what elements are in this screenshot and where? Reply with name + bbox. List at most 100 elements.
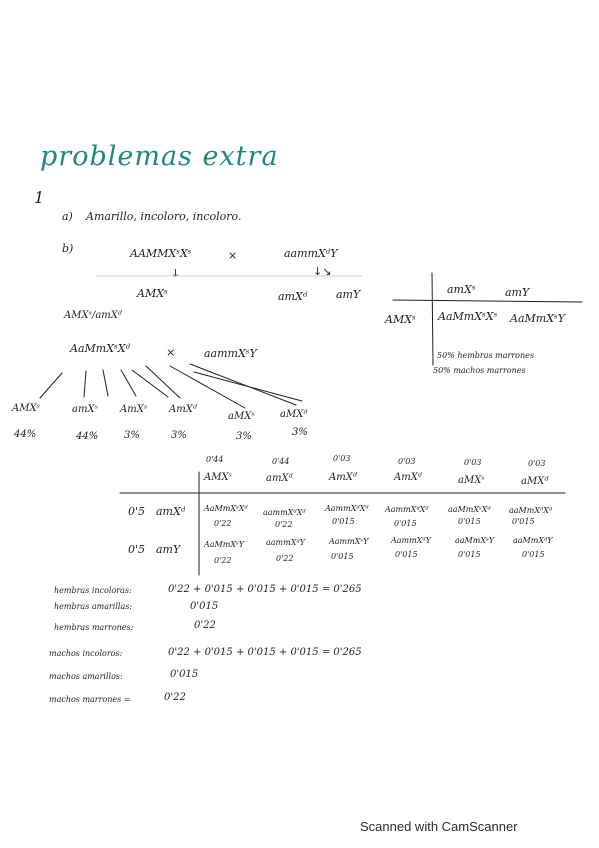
row2-value-4: 0'015 <box>395 550 418 559</box>
f1-female-genotype: AMXˢ/amXᵈ <box>64 310 122 321</box>
gamete-parent2b: amY <box>336 288 361 301</box>
gamete-5: aMXˢ <box>228 411 255 422</box>
row2-cell-3: AammXˢY <box>329 537 369 546</box>
row1-value-6: 0'015 <box>512 517 535 526</box>
part-b-label: b) <box>62 242 74 255</box>
gamete-line-4 <box>120 369 137 397</box>
f1-cross-symbol: × <box>166 346 176 359</box>
result-5-label: machos amarillos: <box>49 672 123 681</box>
punnett-small-row: AMXˢ <box>385 313 416 326</box>
f1-cross-left: AaMmXˢXᵈ <box>70 342 130 355</box>
row2-value-1: 0'22 <box>214 556 232 565</box>
gamete-4-pct: 3% <box>171 430 187 441</box>
arrow-down-icon: ↓ <box>171 267 181 280</box>
punnett-small-vline <box>431 272 434 366</box>
gamete-parent2a: amXᵈ <box>278 290 308 303</box>
gamete-2: amXˢ <box>72 404 98 415</box>
result-3-label: hembras marrones: <box>54 623 134 632</box>
punnett-small-col2: amY <box>505 286 530 299</box>
col-header-3: AmXᵈ <box>329 472 357 483</box>
gamete-line-8 <box>189 363 297 406</box>
row1-cell-6: aaMmXᵈXᵈ <box>509 506 553 515</box>
row2-cell-5: aaMmXˢY <box>455 536 494 545</box>
result-2-value: 0'015 <box>190 601 219 612</box>
col-freq-4: 0'03 <box>398 457 416 466</box>
col-freq-6: 0'03 <box>528 459 546 468</box>
gamete-3: AmXˢ <box>120 404 148 415</box>
gamete-line-9 <box>193 371 303 402</box>
result-4-label: machos incoloros: <box>49 649 123 658</box>
gamete-line-7 <box>169 365 246 409</box>
problem-number: 1 <box>34 188 45 207</box>
gamete-1: AMXˢ <box>12 403 40 414</box>
punnett-small-cell1: AaMmXˢXˢ <box>438 310 498 323</box>
part-a-label: a) <box>62 210 73 223</box>
gamete-6: aMXᵈ <box>280 409 308 420</box>
result-1-value: 0'22 + 0'015 + 0'015 + 0'015 = 0'265 <box>168 584 362 595</box>
punnett-small-col1: amXˢ <box>447 283 476 296</box>
row1-cell-1: AaMmXˢXᵈ <box>204 504 248 513</box>
row2-value-6: 0'015 <box>522 550 545 559</box>
row2-value-2: 0'22 <box>276 554 294 563</box>
result-6-label: machos marrones = <box>49 695 131 704</box>
col-header-6: aMXᵈ <box>521 476 549 487</box>
punnett-small-hline <box>392 299 583 303</box>
row2-cell-1: AaMmXˢY <box>204 540 244 549</box>
row2-cell-4: AammXᵈY <box>391 536 431 545</box>
gamete-line-2 <box>83 370 87 398</box>
row2-freq: 0'5 <box>128 543 146 556</box>
parent2-genotype: aammXᵈY <box>284 247 338 260</box>
row1-cell-3: AammXᵈXᵈ <box>325 504 369 513</box>
row1-freq: 0'5 <box>128 505 146 518</box>
col-header-1: AMXˢ <box>204 472 232 483</box>
gamete-5-pct: 3% <box>236 431 252 442</box>
row1-header: amXᵈ <box>156 505 186 518</box>
row1-value-5: 0'015 <box>458 517 481 526</box>
gamete-line-5 <box>131 369 169 398</box>
punnett-small-note2: 50% machos marrones <box>433 366 526 375</box>
row1-value-4: 0'015 <box>394 519 417 528</box>
arrow-split-icon: ↓↘ <box>313 265 332 278</box>
col-freq-3: 0'03 <box>333 454 351 463</box>
row1-value-2: 0'22 <box>275 520 293 529</box>
parent1-genotype: AAMMXˢXˢ <box>130 247 192 260</box>
col-freq-2: 0'44 <box>272 457 290 466</box>
gamete-1-pct: 44% <box>14 429 37 440</box>
col-freq-1: 0'44 <box>206 455 224 464</box>
gamete-line-6 <box>145 365 181 399</box>
result-5-value: 0'015 <box>170 669 199 680</box>
gamete-3-pct: 3% <box>124 430 140 441</box>
row1-cell-2: aammXᵈXᵈ <box>263 508 306 517</box>
result-6-value: 0'22 <box>164 692 186 703</box>
result-4-value: 0'22 + 0'015 + 0'015 + 0'015 = 0'265 <box>168 647 362 658</box>
gamete-line-1 <box>39 372 63 399</box>
gamete-4: AmXᵈ <box>169 404 197 415</box>
result-1-label: hembras incoloras: <box>54 586 132 595</box>
row1-value-3: 0'015 <box>332 517 355 526</box>
result-3-value: 0'22 <box>194 620 216 631</box>
gamete-2-pct: 44% <box>76 431 99 442</box>
row1-value-1: 0'22 <box>214 519 232 528</box>
row2-header: amY <box>156 543 181 556</box>
gamete-parent1: AMXˢ <box>137 287 168 300</box>
row2-cell-6: aaMmXᵈY <box>513 536 553 545</box>
col-header-4: AmXᵈ <box>394 472 422 483</box>
f1-cross-right: aammXˢY <box>204 347 257 360</box>
cross-symbol: × <box>228 249 238 262</box>
row2-cell-2: aammXᵈY <box>266 538 305 547</box>
page-title: problemas extra <box>40 141 279 172</box>
result-2-label: hembras amarillas: <box>54 602 133 611</box>
part-a-answer: Amarillo, incoloro, incoloro. <box>86 210 242 223</box>
row1-cell-4: AammXᵈXᵈ <box>385 505 429 514</box>
gamete-6-pct: 3% <box>292 427 308 438</box>
row2-value-5: 0'015 <box>458 550 481 559</box>
col-header-5: aMXˢ <box>458 475 485 486</box>
col-header-2: amXᵈ <box>266 473 293 484</box>
row1-cell-5: aaMmXˢXᵈ <box>448 505 491 514</box>
punnett-small-cell2: AaMmXˢY <box>510 312 565 325</box>
gamete-line-3 <box>102 369 109 397</box>
col-freq-5: 0'03 <box>464 458 482 467</box>
row2-value-3: 0'015 <box>331 552 354 561</box>
